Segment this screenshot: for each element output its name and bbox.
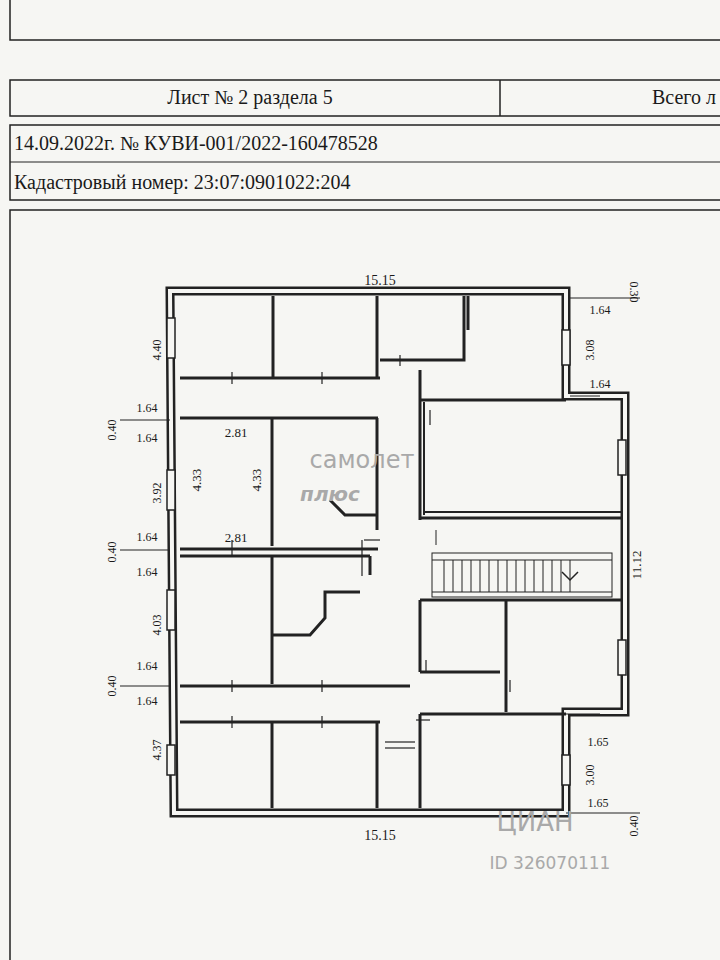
dimension-label: 15.15 <box>364 829 396 843</box>
dimension-label: 4.03 <box>151 615 163 636</box>
stair-step <box>453 560 454 592</box>
inner-walls <box>180 296 622 808</box>
watermark: плюс <box>300 484 360 504</box>
dimension-label: 4.33 <box>190 469 203 492</box>
dimension-label: 1.65 <box>588 797 609 809</box>
dimension-label: 1.65 <box>588 736 609 748</box>
door-marks <box>232 355 510 748</box>
header-cell: Кадастровый номер: 23:07:0901022:204 <box>14 172 351 192</box>
stair-step <box>543 560 544 592</box>
stair-step <box>516 560 517 592</box>
dimension-label: 3.00 <box>584 765 596 786</box>
dimension-label: 1.64 <box>137 531 158 543</box>
stair-step <box>507 560 508 592</box>
stair-step <box>552 560 553 592</box>
watermark: ЦИАН <box>497 809 574 835</box>
stair-step <box>471 560 472 592</box>
dimension-ticks <box>120 298 640 813</box>
stair-step <box>480 560 481 592</box>
dimension-label: 2.81 <box>225 531 248 544</box>
dimension-label: 1.64 <box>590 378 611 390</box>
dimension-label: 15.15 <box>364 274 396 288</box>
dimension-label: 1.64 <box>137 432 158 444</box>
dimension-label: 4.40 <box>151 340 163 361</box>
stair-step <box>525 560 526 592</box>
dimension-label: 1.64 <box>590 304 611 316</box>
staircase <box>432 530 612 597</box>
dimension-label: 0.40 <box>106 542 118 563</box>
dimension-label: 0.30 <box>628 282 640 303</box>
watermark: самолет <box>310 448 415 472</box>
dimension-label: 4.33 <box>250 469 263 492</box>
stair-step <box>561 560 562 592</box>
dimension-label: 0.40 <box>628 816 640 837</box>
dimension-label: 4.37 <box>151 740 163 761</box>
header-frame <box>10 0 720 960</box>
stair-step <box>570 560 571 592</box>
dimension-label: 1.64 <box>137 660 158 672</box>
header-cell: Всего л <box>652 87 716 107</box>
dimension-label: 2.81 <box>225 426 248 439</box>
dimension-label: 1.64 <box>137 695 158 707</box>
dimension-label: 0.40 <box>106 676 118 697</box>
dimension-label: 1.64 <box>137 566 158 578</box>
header-cell: Лист № 2 раздела 5 <box>167 87 332 107</box>
dimension-label: 11.12 <box>630 551 643 580</box>
stair-step <box>498 560 499 592</box>
stair-step <box>462 560 463 592</box>
dimension-label: 1.64 <box>137 402 158 414</box>
dimension-label: 3.92 <box>151 483 163 504</box>
watermark: ID 326070111 <box>490 855 611 872</box>
dimension-label: 3.08 <box>584 340 596 361</box>
dimension-label: 0.40 <box>106 420 118 441</box>
stair-step <box>489 560 490 592</box>
windows <box>167 318 626 785</box>
outer-wall <box>170 291 625 813</box>
stair-step <box>534 560 535 592</box>
header-cell: 14.09.2022г. № КУВИ-001/2022-160478528 <box>14 133 378 153</box>
stair-step <box>444 560 445 592</box>
